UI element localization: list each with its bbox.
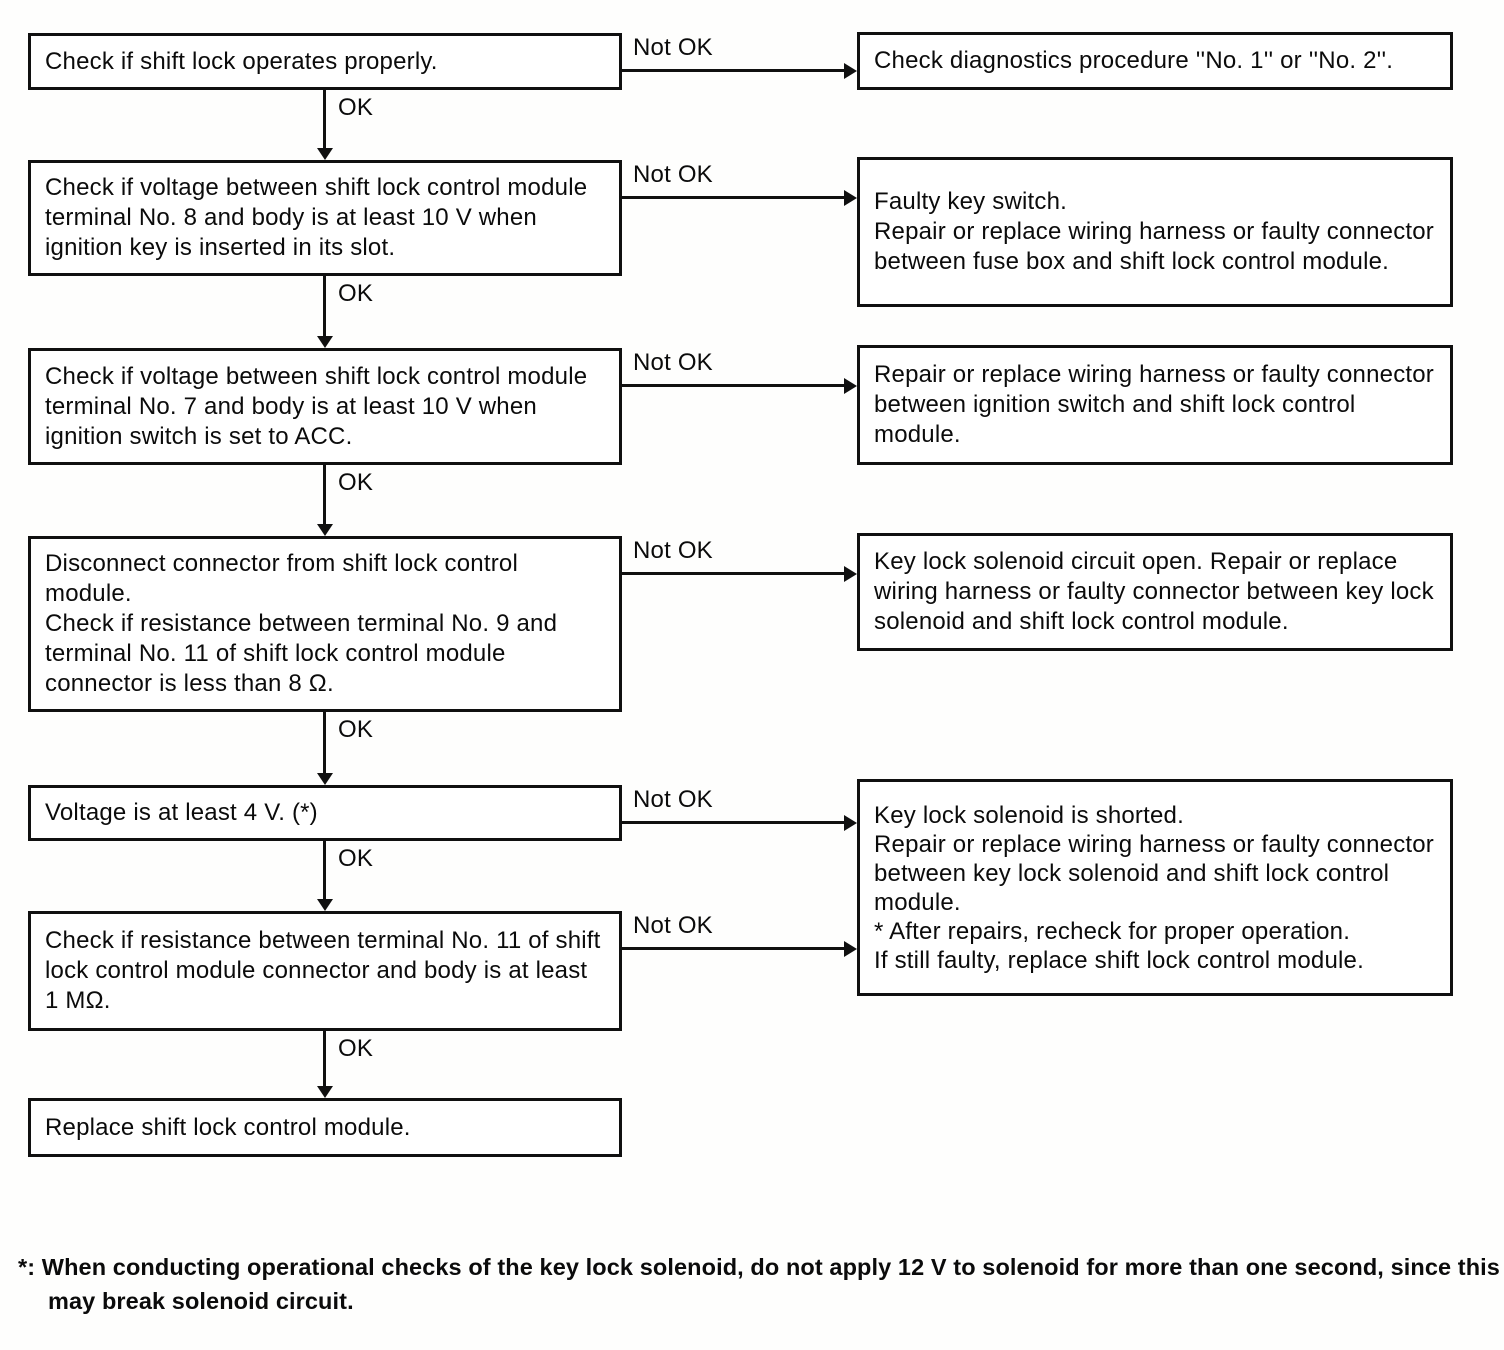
down-arrow [323, 276, 326, 337]
step-text: Check if shift lock operates properly. [45, 47, 438, 75]
step-text: Voltage is at least 4 V. (*) [45, 799, 318, 826]
step-box-check-voltage-4v: Voltage is at least 4 V. (*) [28, 785, 622, 841]
right-arrow [622, 572, 845, 575]
result-text: Check diagnostics procedure ''No. 1'' or… [874, 47, 1394, 74]
step-box-check-shift-lock-operation: Check if shift lock operates properly. [28, 33, 622, 90]
ok-label: OK [338, 1035, 374, 1062]
not-ok-label: Not OK [633, 161, 713, 188]
down-arrow [323, 1031, 326, 1087]
result-text: Key lock solenoid is shorted. Repair or … [874, 801, 1434, 974]
result-box-key-lock-solenoid-shorted: Key lock solenoid is shorted. Repair or … [857, 779, 1453, 996]
step-box-check-terminal-9-11-resistance: Disconnect connector from shift lock con… [28, 536, 622, 712]
ok-label: OK [338, 94, 374, 121]
right-arrow [622, 69, 845, 72]
result-box-key-lock-solenoid-circuit-open: Key lock solenoid circuit open. Repair o… [857, 533, 1453, 651]
result-box-faulty-key-switch: Faulty key switch. Repair or replace wir… [857, 157, 1453, 307]
not-ok-label: Not OK [633, 912, 713, 939]
step-text: Replace shift lock control module. [45, 1113, 411, 1141]
ok-label: OK [338, 469, 374, 496]
right-arrow [622, 196, 845, 199]
result-text: Faulty key switch. Repair or replace wir… [874, 188, 1434, 275]
right-arrow [622, 947, 845, 950]
step-text: Check if resistance between terminal No.… [45, 927, 601, 1014]
step-box-check-terminal-11-body-resistance: Check if resistance between terminal No.… [28, 911, 622, 1031]
result-box-check-diagnostics-procedure: Check diagnostics procedure ''No. 1'' or… [857, 32, 1453, 90]
footnote: *: When conducting operational checks of… [18, 1254, 1500, 1314]
step-box-check-terminal-8-voltage: Check if voltage between shift lock cont… [28, 160, 622, 276]
not-ok-label: Not OK [633, 786, 713, 813]
ok-label: OK [338, 716, 374, 743]
result-text: Key lock solenoid circuit open. Repair o… [874, 548, 1434, 635]
step-text: Check if voltage between shift lock cont… [45, 174, 588, 261]
step-text: Disconnect connector from shift lock con… [45, 550, 558, 697]
ok-label: OK [338, 845, 374, 872]
step-box-check-terminal-7-voltage: Check if voltage between shift lock cont… [28, 348, 622, 465]
down-arrow [323, 90, 326, 149]
right-arrow [622, 384, 845, 387]
down-arrow [323, 841, 326, 900]
result-box-repair-ignition-switch-wiring: Repair or replace wiring harness or faul… [857, 345, 1453, 465]
ok-label: OK [338, 280, 374, 307]
step-text: Check if voltage between shift lock cont… [45, 362, 588, 450]
right-arrow [622, 821, 845, 824]
not-ok-label: Not OK [633, 537, 713, 564]
down-arrow [323, 465, 326, 525]
not-ok-label: Not OK [633, 349, 713, 376]
down-arrow [323, 712, 326, 774]
result-text: Repair or replace wiring harness or faul… [874, 361, 1434, 448]
step-box-replace-module: Replace shift lock control module. [28, 1098, 622, 1157]
not-ok-label: Not OK [633, 34, 713, 61]
